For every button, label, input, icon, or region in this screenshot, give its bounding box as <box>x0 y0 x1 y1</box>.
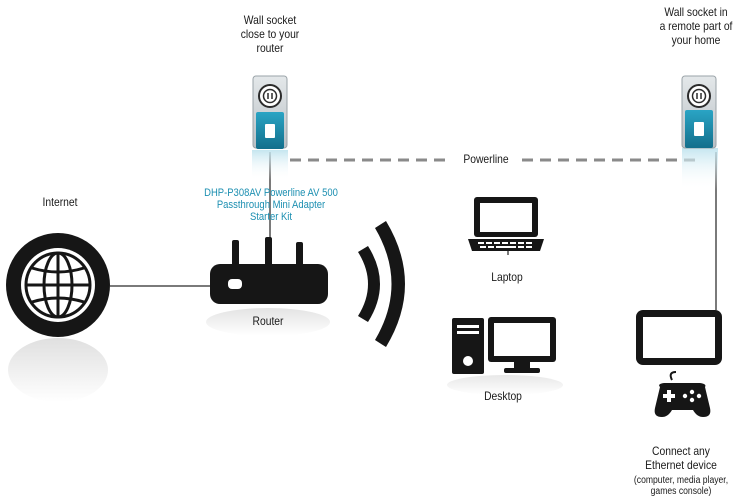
router-label: Router <box>252 314 284 328</box>
adapter-glow <box>252 150 288 180</box>
desktop-reflection <box>447 375 563 395</box>
powerline-adapter-left <box>252 75 288 180</box>
desktop-label: Desktop <box>484 389 522 403</box>
powerline-adapter-icon <box>687 84 711 108</box>
desktop-icon <box>447 317 563 395</box>
internet-label: Internet <box>42 195 78 209</box>
powerline-adapter-icon <box>258 84 282 108</box>
laptop-label: Laptop <box>491 270 523 284</box>
powerline-label: Powerline <box>463 152 509 166</box>
router-icon <box>206 237 330 336</box>
router-reflection <box>206 308 330 336</box>
wall-socket-remote-label: Wall socket in a remote part of your hom… <box>659 5 733 47</box>
wall-socket-router-label: Wall socket close to your router <box>240 13 300 55</box>
ethernet-port <box>694 122 704 136</box>
adapter-kit-label: DHP-P308AV Powerline AV 500 Passthrough … <box>204 187 338 223</box>
globe-icon <box>6 233 110 402</box>
cable-lines <box>110 152 717 310</box>
connect-examples-label: (computer, media player, games console) <box>633 475 729 497</box>
laptop-icon <box>468 197 544 251</box>
ethernet-port <box>265 124 275 138</box>
wifi-waves-icon <box>358 221 405 347</box>
globe-reflection <box>8 338 108 402</box>
connect-any-label: Connect any Ethernet device <box>645 444 717 472</box>
powerline-adapter-right <box>681 75 718 190</box>
monitor-icon <box>636 310 722 365</box>
adapter-glow <box>682 148 718 190</box>
gamepad-icon <box>654 371 711 417</box>
